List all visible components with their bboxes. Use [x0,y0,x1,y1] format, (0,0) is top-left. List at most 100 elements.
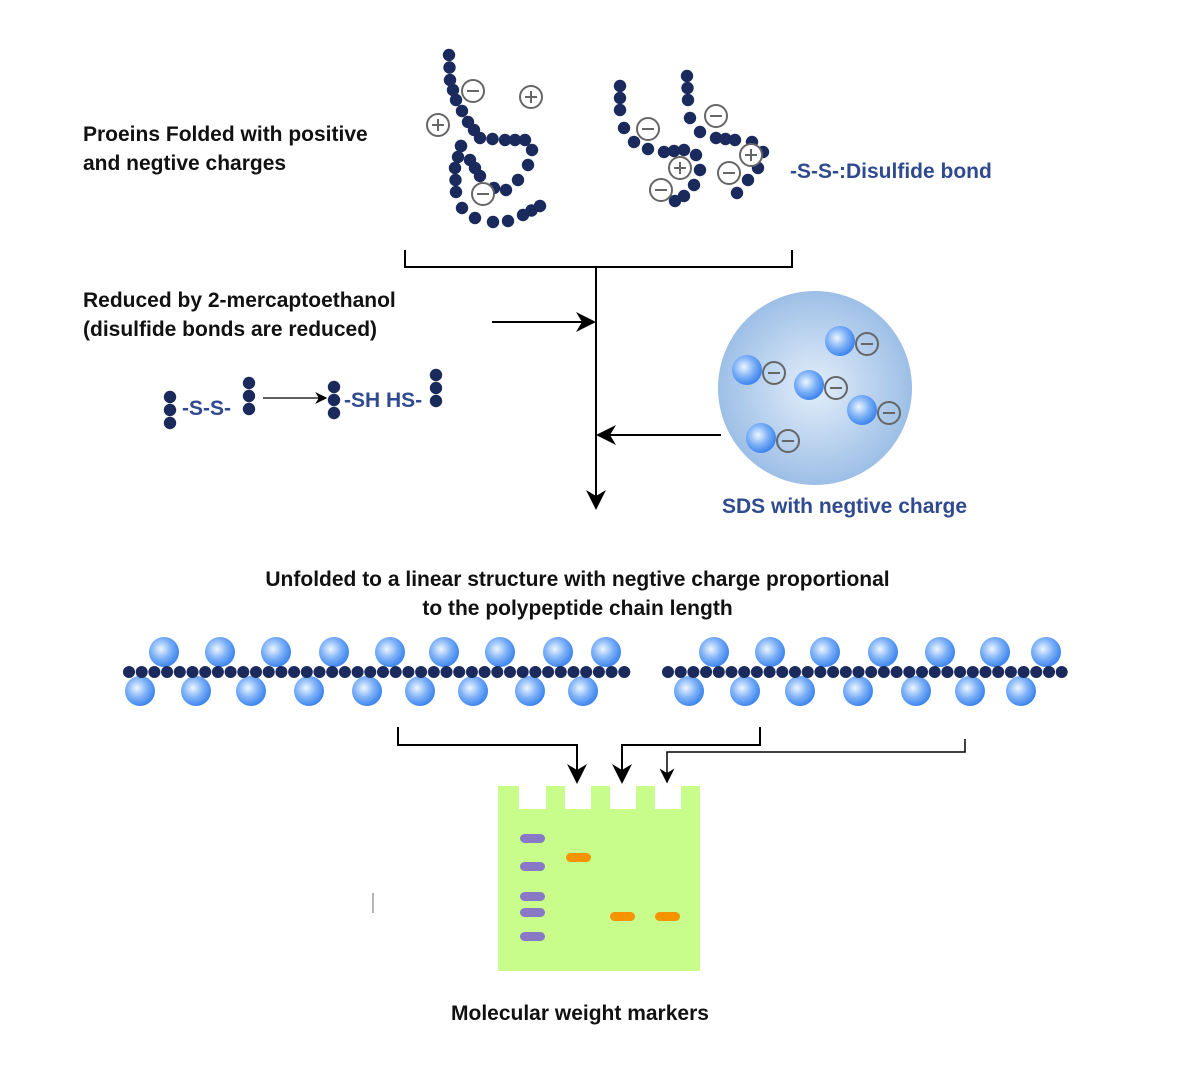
amino-acid-bead [725,666,738,678]
amino-acid-bead [839,666,852,678]
amino-acid-bead [681,93,695,107]
amino-acid-bead [498,133,512,147]
amino-acid-bead [1055,666,1068,678]
sds-sphere [405,676,435,706]
amino-acid-bead [728,133,742,147]
amino-acid-bead [700,666,713,678]
amino-acid-bead [377,666,389,678]
amino-acid-bead [364,666,377,678]
sds-sphere [955,676,985,706]
positive-charge-icon [668,156,692,180]
disulfide-reduction-diagram [163,368,443,430]
sds-sphere [375,637,405,667]
sds-sphere [568,676,598,706]
amino-acid-bead [288,666,301,678]
amino-acid-bead [262,666,275,678]
sds-molecule [732,355,786,385]
amino-acid-bead [242,376,256,390]
amino-acid-bead [250,666,262,678]
amino-acid-bead [465,666,478,678]
amino-acid-bead [662,666,674,678]
amino-acid-bead [123,666,135,678]
positive-charge-icon [739,143,763,167]
amino-acid-bead [525,143,539,157]
amino-acid-bead [148,666,161,678]
amino-acid-bead [389,666,402,678]
amino-acid-bead [449,185,463,199]
sds-sphere [352,676,382,706]
amino-acid-bead [300,666,313,678]
amino-acid-bead [687,178,701,192]
amino-acid-bead [529,666,542,678]
sds-sphere [543,637,573,667]
amino-acid-bead [627,135,641,149]
amino-acid-bead [689,148,703,162]
amino-acid-bead [186,666,199,678]
amino-acid-bead [1017,666,1030,678]
sds-sphere [847,395,877,425]
sample-band [655,912,680,921]
marker-band [520,862,545,871]
sds-sphere [236,676,266,706]
amino-acid-bead [468,211,482,225]
amino-acid-bead [801,666,814,678]
amino-acid-bead [683,111,697,125]
marker-band [520,932,545,941]
sds-sphere [732,355,762,385]
amino-acid-bead [592,666,605,678]
amino-acid-bead [789,666,801,678]
amino-acid-bead [163,403,177,417]
sds-sphere [1006,676,1036,706]
sds-sphere [205,637,235,667]
amino-acid-bead [508,133,522,147]
amino-acid-bead [338,666,351,678]
amino-acid-bead [693,163,707,177]
sds-sphere [181,676,211,706]
amino-acid-bead [814,666,827,678]
amino-acid-bead [738,666,751,678]
ss-before-label: -S-S- [182,397,231,420]
sds-sphere [901,676,931,706]
amino-acid-bead [516,666,529,678]
amino-acid-bead [741,173,755,187]
marker-band [520,908,545,917]
marker-band [520,834,545,843]
sds-sphere [515,676,545,706]
sds-molecule [847,395,901,425]
amino-acid-bead [415,666,428,678]
reduction-label: Reduced by 2-mercaptoethanol (disulfide … [83,286,396,344]
sds-molecules [732,326,901,453]
amino-acid-bead [473,131,487,145]
amino-acid-bead [852,666,865,678]
amino-acid-bead [693,125,707,139]
amino-acid-bead [680,69,694,83]
sample-band [566,853,591,862]
folded-protein-left [426,48,547,229]
amino-acid-bead [966,666,979,678]
marker-band [520,892,545,901]
amino-acid-bead [199,666,212,678]
amino-acid-bead [580,666,593,678]
amino-acid-bead [135,666,148,678]
amino-acid-bead [501,214,515,228]
amino-acid-bead [709,131,723,145]
amino-acid-bead [351,666,364,678]
sds-sphere [794,370,824,400]
amino-acid-bead [687,666,700,678]
negative-charge-icon [776,429,800,453]
amino-acid-bead [237,666,250,678]
unfolded-label-line-1: Unfolded to a linear structure with negt… [265,568,890,591]
amino-acid-bead [446,83,460,97]
amino-acid-bead [827,666,840,678]
amino-acid-bead [451,150,465,164]
folded-proteins-label: Proeins Folded with positive and negtive… [83,120,368,178]
amino-acid-bead [890,666,903,678]
sds-molecule [825,326,879,356]
amino-acid-bead [677,143,691,157]
amino-acid-bead [1030,666,1043,678]
negative-charge-icon [461,79,485,103]
amino-acid-bead [605,666,618,678]
sds-label: SDS with negtive charge [722,495,968,518]
amino-acid-bead [667,144,681,158]
